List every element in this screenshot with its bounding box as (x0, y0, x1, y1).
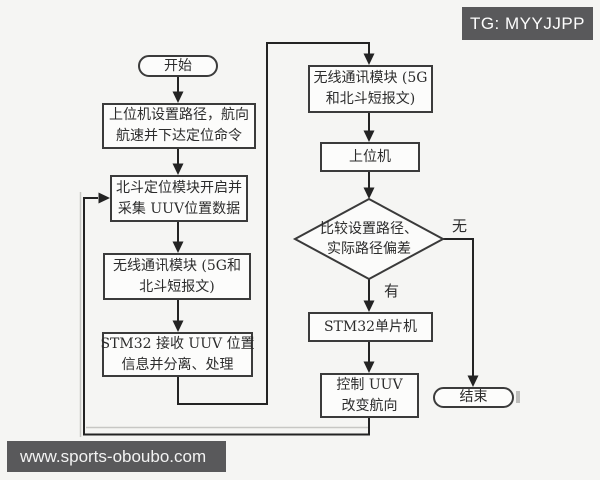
connector-wireless-left-to-stm32-receive (172, 300, 184, 332)
decision-line2: 实际路径偏差 (327, 241, 411, 257)
node-set-path-line2: 航速并下达定位命令 (116, 128, 242, 144)
node-end-label: 结束 (459, 389, 488, 405)
branch-label-no: 无 (452, 217, 468, 235)
node-host-label: 上位机 (349, 148, 391, 165)
node-beidou-module: 北斗定位模块开启并 采集 UUV位置数据 (110, 175, 248, 222)
arrowhead-icon (467, 375, 479, 387)
node-wireless-left-line1: 无线通讯模块 (5G和 (112, 257, 241, 274)
decision-line1: 比较设置路径、 (320, 220, 418, 237)
decision-label: 比较设置路径、 实际路径偏差 (301, 214, 437, 264)
connector-start-to-setpath (172, 77, 184, 103)
scan-artifact-tick (516, 391, 520, 403)
node-stm32-receive: STM32 接收 UUV 位置 信息并分离、处理 (100, 332, 255, 377)
arrowhead-icon (363, 187, 375, 199)
site-watermark: www.sports-oboubo.com (7, 441, 226, 472)
node-stm32-receive-line1: STM32 接收 UUV 位置 (100, 335, 255, 352)
node-stm32-receive-line2: 信息并分离、处理 (121, 356, 234, 373)
node-control-line1: 控制 UUV (336, 376, 403, 393)
connector-wireless-right-to-host (363, 113, 375, 142)
node-wireless-right-line2: 和北斗短报文) (325, 91, 416, 107)
connector-decision-yes-to-stm32-mcu (363, 279, 375, 312)
arrowhead-icon (363, 53, 375, 65)
node-stm32-mcu: STM32单片机 (308, 312, 433, 342)
node-set-path: 上位机设置路径，航向 航速并下达定位命令 (102, 103, 256, 149)
connector-stm32-mcu-to-control (363, 342, 375, 373)
connector-stm32-receive-to-wireless-right (177, 42, 375, 405)
branch-label-yes: 有 (384, 282, 400, 300)
node-beidou-line1: 北斗定位模块开启并 (116, 179, 242, 196)
connector-control-feedback-to-beidou (83, 192, 370, 436)
arrowhead-icon (172, 241, 184, 253)
arrowhead-icon (363, 300, 375, 312)
node-wireless-module-left: 无线通讯模块 (5G和 北斗短报文) (103, 253, 251, 300)
node-control-uuv: 控制 UUV 改变航向 (320, 373, 419, 418)
node-wireless-right-line1: 无线通讯模块 (5G (313, 70, 428, 86)
node-stm32-mcu-label: STM32单片机 (323, 318, 418, 335)
arrowhead-icon (98, 192, 110, 204)
node-host-computer: 上位机 (320, 142, 420, 172)
connector-host-to-decision (363, 172, 375, 199)
node-wireless-module-right: 无线通讯模块 (5G 和北斗短报文) (308, 65, 433, 113)
connector-decision-no-to-end (443, 238, 479, 387)
decision-diamond-shape (292, 197, 446, 281)
arrowhead-icon (172, 91, 184, 103)
node-set-path-line1: 上位机设置路径，航向 (109, 107, 249, 123)
node-control-line2: 改变航向 (341, 397, 398, 414)
tg-badge: TG: MYYJJPP (462, 7, 593, 40)
node-beidou-line2: 采集 UUV位置数据 (117, 200, 241, 217)
node-wireless-left-line2: 北斗短报文) (139, 278, 215, 295)
node-end: 结束 (433, 387, 514, 408)
node-start-label: 开始 (164, 57, 192, 74)
arrowhead-icon (363, 361, 375, 373)
connector-beidou-to-wireless-left (172, 222, 184, 253)
arrowhead-icon (363, 130, 375, 142)
node-start: 开始 (138, 55, 218, 77)
connector-setpath-to-beidou (172, 149, 184, 175)
arrowhead-icon (172, 320, 184, 332)
arrowhead-icon (172, 163, 184, 175)
